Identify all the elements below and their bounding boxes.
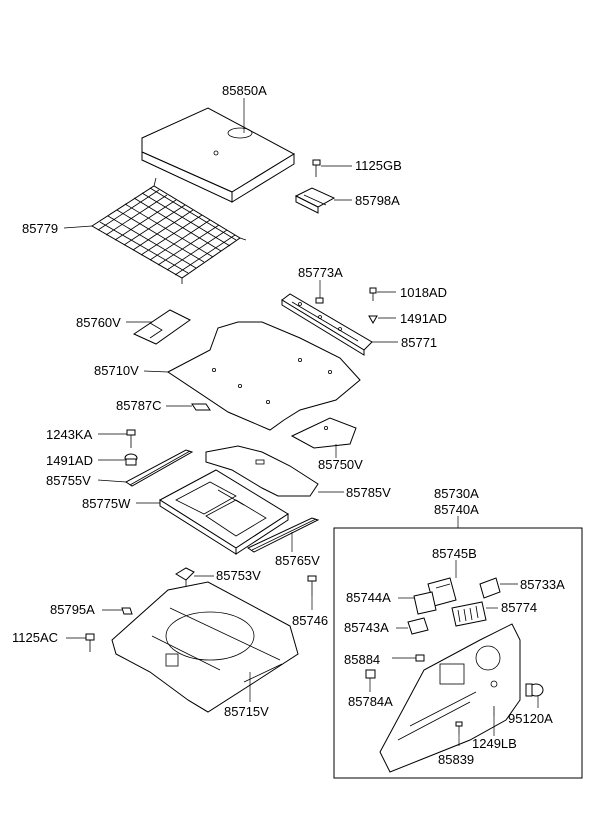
rail-85755V-part (125, 449, 194, 487)
clip-85773A-part (315, 297, 324, 304)
leader-85779 (63, 225, 93, 229)
pad-85760V-part (132, 309, 191, 345)
label-1249LB: 1249LB (472, 736, 517, 751)
connector-95120A-part (525, 683, 544, 697)
cap-85733A-part (479, 577, 501, 599)
floor-tub-85715V-part (111, 581, 299, 713)
bolt-1125AC-part (85, 633, 95, 652)
side-pad-85750V-part (290, 417, 357, 449)
rail-85765V-part (246, 517, 320, 553)
label-85744A: 85744A (346, 590, 391, 605)
label-85774: 85774 (501, 600, 537, 615)
grille-85774-part (451, 601, 487, 627)
luggage-net-part (91, 177, 247, 284)
nut-1491AD-part (368, 315, 378, 325)
tray-85775W-part (159, 469, 289, 555)
label-1125GB: 1125GB (355, 158, 402, 173)
label-85787C: 85787C (116, 398, 162, 413)
bolt-1243KA-part (126, 429, 136, 448)
clip-85884-part (415, 654, 425, 662)
cap-85743A-part (407, 617, 429, 635)
label-85773A: 85773A (298, 265, 343, 280)
label-85839: 85839 (438, 752, 474, 767)
label-85740A: 85740A (434, 502, 479, 517)
label-85884: 85884 (344, 652, 380, 667)
label-85730A: 85730A (434, 486, 479, 501)
label-1243KA: 1243KA (46, 427, 93, 442)
label-85745B: 85745B (432, 546, 477, 561)
leader-85755V (97, 479, 127, 483)
label-85765V: 85765V (275, 553, 320, 568)
clip-85784A-part (365, 669, 376, 679)
label-85785V: 85785V (346, 485, 391, 500)
label-85753V: 85753V (216, 568, 261, 583)
screw-85839-part (455, 721, 463, 734)
label-1018AD: 1018AD (400, 285, 447, 300)
label-85779: 85779 (22, 221, 58, 236)
label-85710V: 85710V (94, 363, 139, 378)
label-1125AC: 1125AC (12, 630, 58, 645)
bolt-85746-part (307, 575, 317, 596)
label-85850A: 85850A (222, 83, 267, 98)
leader-85710V (143, 370, 169, 373)
label-85771: 85771 (401, 335, 437, 350)
label-1491AD-top: 1491AD (400, 311, 447, 326)
label-85784A: 85784A (348, 694, 393, 709)
bolt-1125GB-part (312, 159, 321, 177)
label-85715V: 85715V (224, 704, 269, 719)
label-95120A: 95120A (508, 711, 553, 726)
floor-mat-85710V-part (167, 321, 361, 431)
label-85743A: 85743A (344, 620, 389, 635)
label-85798A: 85798A (355, 193, 400, 208)
cover-board-part (141, 107, 296, 203)
label-85775W: 85775W (82, 496, 131, 511)
clip-85787C-part (191, 403, 211, 411)
rail-85771-part (281, 293, 373, 356)
nut-1491AD-mid-part (124, 453, 138, 466)
label-85795A: 85795A (50, 602, 95, 617)
label-85746: 85746 (292, 613, 328, 628)
lining-panel-85785V-part (205, 445, 319, 497)
label-85755V: 85755V (46, 473, 91, 488)
label-85760V: 85760V (76, 315, 121, 330)
screw-1018AD-part (369, 287, 377, 301)
part-labels: 85850A 1125GB 85798A 85779 85773A 1018AD… (12, 83, 565, 767)
label-1491AD-mid: 1491AD (46, 453, 93, 468)
label-85733A: 85733A (520, 577, 565, 592)
label-85750V: 85750V (318, 457, 363, 472)
bezel-85744A-part (413, 591, 437, 615)
clip-85795A-part (121, 607, 133, 615)
quarter-trim-panel-part (379, 623, 521, 773)
bracket-85798A-part (294, 187, 336, 214)
